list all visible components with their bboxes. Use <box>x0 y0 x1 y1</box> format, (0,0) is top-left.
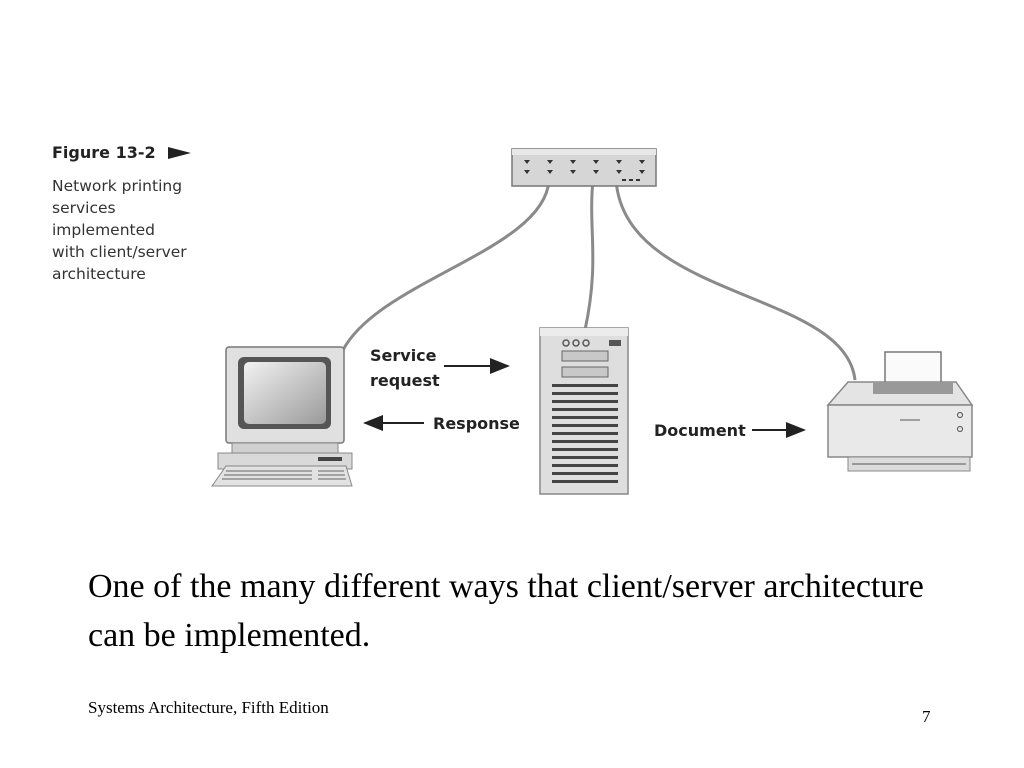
slide-body-text: One of the many different ways that clie… <box>88 568 924 654</box>
caption-line: with client/server <box>52 243 187 261</box>
response-label: Response <box>433 414 520 433</box>
cable-hub-to-printer <box>614 179 857 381</box>
caption-line: architecture <box>52 265 146 283</box>
footer-title: Systems Architecture, Fifth Edition <box>88 698 329 717</box>
figure-label: Figure 13-2 <box>52 143 156 162</box>
hub-icon <box>511 148 657 187</box>
service-request-label-line1: Service <box>370 346 437 365</box>
caption-line: services <box>52 199 116 217</box>
network-cables <box>341 179 857 381</box>
server-tower-icon <box>539 327 629 495</box>
document-label: Document <box>654 421 746 440</box>
figure-caption: Network printing services implemented wi… <box>52 175 202 285</box>
caption-line: Network printing <box>52 177 183 195</box>
caption-line: implemented <box>52 221 155 239</box>
client-computer-icon <box>211 346 353 487</box>
figure-pointer-icon <box>168 147 191 159</box>
cable-hub-to-client <box>341 179 551 351</box>
service-request-label-line2: request <box>370 371 440 390</box>
page-number: 7 <box>922 707 931 726</box>
cable-hub-to-server <box>583 179 595 331</box>
network-diagram: Service request Response Document <box>211 148 974 495</box>
printer-icon <box>826 351 974 472</box>
